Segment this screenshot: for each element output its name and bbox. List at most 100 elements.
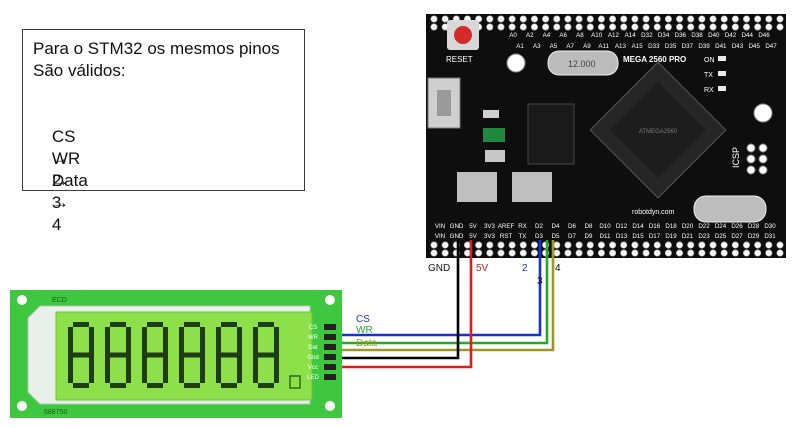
lcd-digit-segment — [258, 383, 274, 388]
pin-label: D33 — [648, 43, 660, 50]
header-pin-hole — [519, 15, 527, 23]
mapping-signal: WR — [51, 149, 81, 168]
led-tx — [718, 71, 726, 76]
header-pin-hole — [564, 23, 572, 31]
pin-label: A8 — [576, 32, 584, 39]
lcd-digit-segment — [237, 327, 242, 355]
lcd-digit-segment — [274, 327, 279, 355]
header-pin-hole — [720, 249, 728, 257]
header-pin-hole — [508, 15, 516, 23]
header-pin-hole — [642, 15, 650, 23]
header-pin-hole — [754, 241, 762, 249]
pin-label: D21 — [682, 233, 694, 240]
pin-label: D20 — [682, 223, 694, 230]
note-line-2: São válidos: — [33, 61, 126, 80]
pin-label: A13 — [615, 43, 627, 50]
pin-label: D2 — [535, 223, 543, 230]
pin-label: TX — [519, 233, 527, 240]
header-pin-hole — [776, 249, 784, 257]
lcd-digit-segment — [179, 327, 184, 355]
header-pin-hole — [653, 23, 661, 31]
pin-label: D8 — [585, 223, 593, 230]
header-pin-hole — [564, 15, 572, 23]
header-pin-hole — [676, 249, 684, 257]
wire-5v — [340, 240, 473, 369]
mounting-hole — [753, 103, 773, 123]
wire-gnd — [340, 240, 460, 360]
header-pin-hole — [609, 249, 617, 257]
header-pin-hole — [754, 23, 762, 31]
header-pin-hole — [597, 241, 605, 249]
lcd-header-pin — [324, 354, 336, 360]
header-pin-hole — [609, 23, 617, 31]
header-pin-hole — [575, 15, 583, 23]
lcd-digit-segment — [110, 322, 126, 327]
bottom-header-row-2 — [430, 249, 784, 257]
lcd-digit-segment — [147, 352, 163, 358]
header-pin-hole — [486, 249, 494, 257]
reset-button-cap[interactable] — [454, 26, 472, 44]
header-pin-hole — [575, 241, 583, 249]
lcd-corner-text: ECD — [52, 297, 67, 304]
header-pin-hole — [575, 23, 583, 31]
lcd-digit-segment — [110, 383, 126, 388]
icsp-pin — [758, 165, 768, 175]
lcd-digit-segment — [253, 355, 258, 383]
header-pin-hole — [586, 241, 594, 249]
pin-label: D37 — [682, 43, 694, 50]
pin-label: VIN — [435, 223, 445, 230]
lcd-digit-segment — [89, 355, 94, 383]
wire-label-wr: WR — [356, 325, 373, 336]
pin-label: D35 — [665, 43, 677, 50]
lcd-digit-segment — [163, 355, 168, 383]
header-pin-hole — [553, 23, 561, 31]
pin-label: AREF — [498, 223, 515, 230]
header-pin-hole — [609, 241, 617, 249]
pin-label: D36 — [675, 32, 687, 39]
lcd-header-pin — [324, 374, 336, 380]
header-pin-hole — [486, 15, 494, 23]
lcd-mount-hole — [325, 295, 335, 305]
pin-label: A12 — [608, 32, 620, 39]
lcd-digit-segment — [200, 327, 205, 355]
usb-port-inner — [437, 90, 451, 116]
pin-label: D15 — [632, 233, 644, 240]
header-pin-hole — [698, 241, 706, 249]
pin-label: 3V3 — [484, 233, 496, 240]
pin-label: D13 — [616, 233, 628, 240]
pin-label: D19 — [665, 233, 677, 240]
header-pin-hole — [709, 249, 717, 257]
lcd-pin-label: LED — [307, 375, 319, 381]
header-pin-hole — [553, 249, 561, 257]
header-pin-hole — [586, 15, 594, 23]
header-pin-hole — [765, 23, 773, 31]
lcd-pin-label: WR — [308, 335, 319, 341]
pin-label: RX — [518, 223, 527, 230]
smd-component — [485, 150, 505, 162]
arrow-icon: → — [51, 193, 69, 212]
lcd-digit-segment — [184, 352, 200, 358]
header-pin-hole — [430, 23, 438, 31]
header-pin-hole — [698, 23, 706, 31]
header-pin-hole — [486, 23, 494, 31]
header-pin-hole — [620, 15, 628, 23]
pin-label: D42 — [725, 32, 737, 39]
header-pin-hole — [542, 15, 550, 23]
header-pin-hole — [553, 241, 561, 249]
header-pin-hole — [776, 241, 784, 249]
pin-label: A0 — [509, 32, 517, 39]
pin-label: A10 — [591, 32, 603, 39]
header-pin-hole — [631, 249, 639, 257]
pin-label: D17 — [649, 233, 661, 240]
header-pin-hole — [720, 15, 728, 23]
pin-label: A7 — [566, 43, 574, 50]
pin-label: D24 — [715, 223, 727, 230]
mcu-chip-body — [609, 81, 707, 179]
header-pin-hole — [776, 15, 784, 23]
header-pin-hole — [687, 249, 695, 257]
header-pin-hole — [676, 15, 684, 23]
battery-icon — [289, 375, 301, 389]
note-line-1: Para o STM32 os mesmos pinos — [33, 39, 280, 58]
